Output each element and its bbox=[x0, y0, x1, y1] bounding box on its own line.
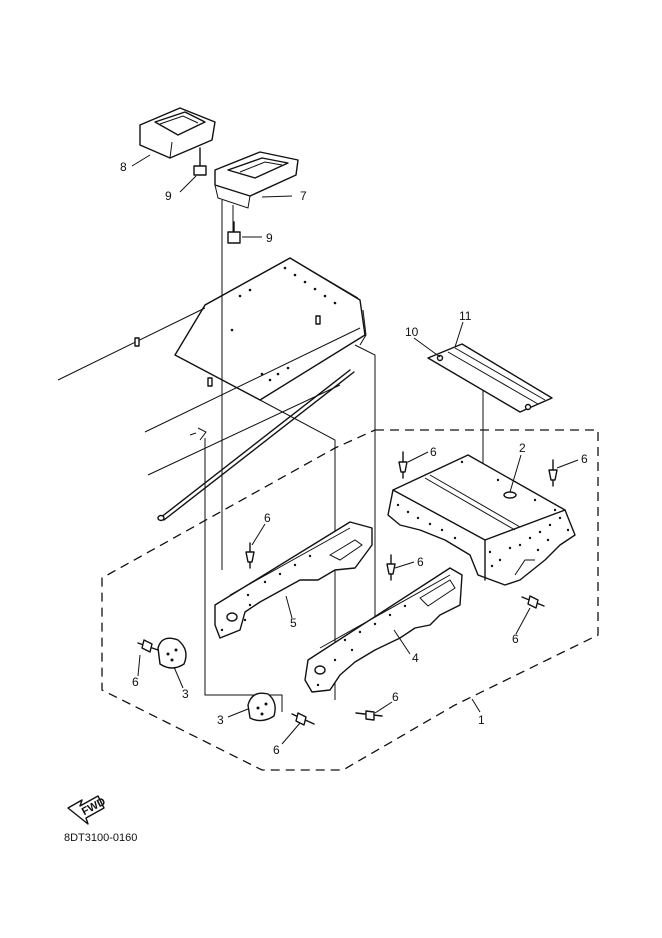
callout-5: 5 bbox=[290, 616, 297, 630]
phantom-lines bbox=[57, 200, 484, 712]
bracket-5 bbox=[214, 521, 373, 639]
callout-6-h: 6 bbox=[392, 690, 399, 704]
rod bbox=[157, 369, 355, 522]
leader-lines bbox=[131, 154, 579, 745]
rivet-b bbox=[548, 459, 558, 487]
rivet-g bbox=[291, 712, 315, 726]
callout-6-e: 6 bbox=[512, 632, 519, 646]
bolt-9-upper bbox=[193, 147, 207, 176]
knob-3-lower bbox=[247, 692, 276, 722]
knob-3-upper bbox=[157, 637, 187, 669]
callout-11: 11 bbox=[459, 309, 472, 323]
rivet-a bbox=[398, 451, 408, 479]
callout-6-d: 6 bbox=[417, 555, 424, 569]
callout-8: 8 bbox=[120, 160, 127, 174]
cup-holder-7 bbox=[214, 151, 299, 209]
cup-holder-8 bbox=[139, 107, 216, 159]
fwd-arrow-icon: FWD bbox=[67, 795, 108, 825]
fwd-label: FWD bbox=[80, 796, 108, 818]
callout-1: 1 bbox=[478, 713, 485, 727]
callout-6-f: 6 bbox=[132, 675, 139, 689]
rivet-h bbox=[355, 710, 383, 721]
callout-3-upper: 3 bbox=[182, 687, 189, 701]
callout-6-a: 6 bbox=[430, 445, 437, 459]
rivets-6 bbox=[137, 451, 558, 726]
callout-7: 7 bbox=[300, 189, 307, 203]
callout-6-b: 6 bbox=[581, 452, 588, 466]
callout-9-upper: 9 bbox=[165, 189, 172, 203]
callout-3-lower: 3 bbox=[217, 713, 224, 727]
callout-6-g: 6 bbox=[273, 743, 280, 757]
diagram-code: 8DT3100-0160 bbox=[64, 832, 137, 844]
console-frame bbox=[134, 257, 367, 441]
rivet-f bbox=[137, 639, 159, 653]
bolt-9-lower bbox=[227, 221, 241, 244]
box-frame-2 bbox=[387, 454, 576, 586]
rivet-c bbox=[245, 542, 255, 569]
assembly-outline bbox=[101, 429, 599, 771]
callout-6-c: 6 bbox=[264, 511, 271, 525]
callout-10: 10 bbox=[405, 325, 419, 339]
callout-4: 4 bbox=[412, 651, 419, 665]
rivet-d bbox=[386, 554, 396, 581]
callout-2: 2 bbox=[519, 441, 526, 455]
rivet-e bbox=[521, 595, 545, 609]
callout-9-lower: 9 bbox=[266, 231, 273, 245]
plate-10-11 bbox=[427, 343, 553, 413]
bracket-4 bbox=[304, 567, 463, 693]
